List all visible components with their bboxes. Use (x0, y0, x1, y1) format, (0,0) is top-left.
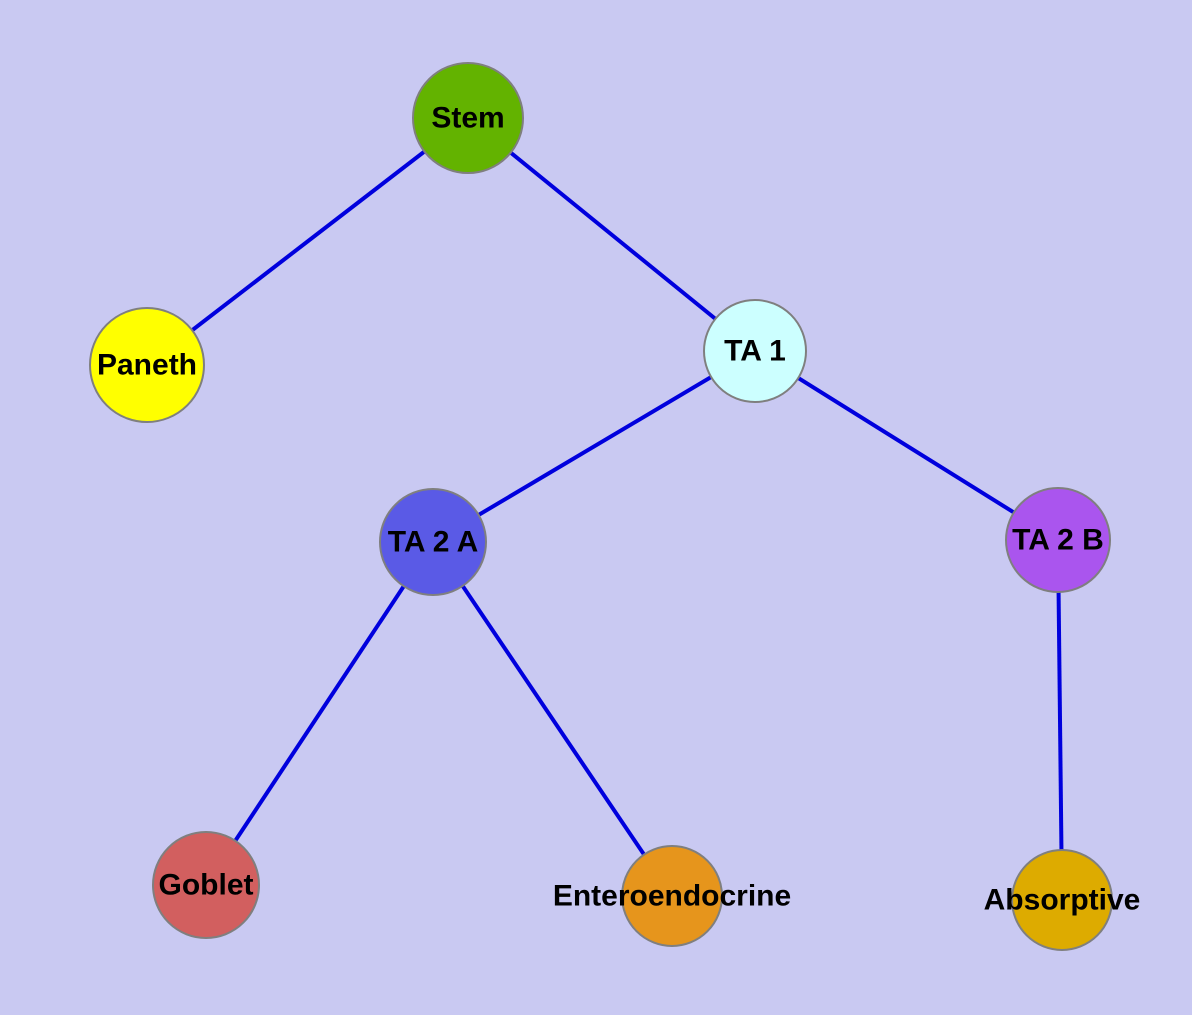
goblet-circle (152, 831, 260, 939)
ta2a-circle (379, 488, 487, 596)
ta1-label: TA 1 (724, 335, 786, 368)
node-ta2a: TA 2 A (379, 488, 487, 596)
stem-label: Stem (431, 102, 504, 135)
edge-ta2b-absorptive (1056, 539, 1064, 901)
ta2a-label: TA 2 A (388, 526, 479, 559)
node-goblet: Goblet (152, 831, 260, 939)
absorptive-circle (1011, 849, 1113, 951)
edge-ta2a-enteroendocrine (431, 540, 674, 898)
goblet-label: Goblet (159, 869, 254, 902)
edge-stem-ta1 (466, 116, 757, 353)
edges-layer (145, 116, 1064, 901)
enteroendocrine-label: Enteroendocrine (553, 880, 791, 913)
ta2b-label: TA 2 B (1012, 524, 1104, 557)
node-stem: Stem (412, 62, 524, 174)
ta2b-circle (1005, 487, 1111, 593)
edge-stem-paneth (145, 116, 470, 367)
absorptive-label: Absorptive (984, 884, 1141, 917)
node-paneth: Paneth (89, 307, 205, 423)
node-ta2b: TA 2 B (1005, 487, 1111, 593)
paneth-label: Paneth (97, 349, 197, 382)
enteroendocrine-circle (621, 845, 723, 947)
edge-ta1-ta2a (431, 349, 757, 544)
edge-ta2a-goblet (204, 540, 435, 887)
node-enteroendocrine: Enteroendocrine (553, 845, 791, 947)
node-ta1: TA 1 (703, 299, 807, 403)
paneth-circle (89, 307, 205, 423)
node-absorptive: Absorptive (984, 849, 1141, 951)
ta1-circle (703, 299, 807, 403)
stem-circle (412, 62, 524, 174)
edge-ta1-ta2b (753, 349, 1060, 542)
